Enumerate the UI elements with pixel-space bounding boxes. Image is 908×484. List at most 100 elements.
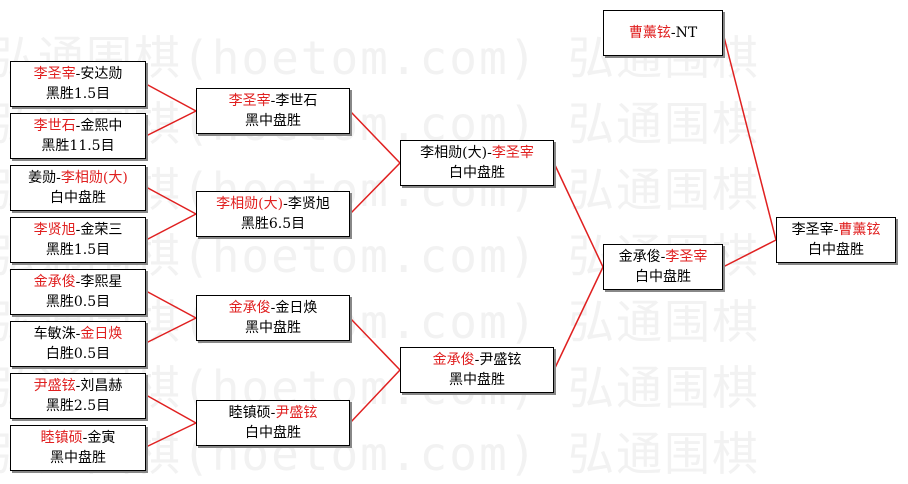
- connector-line: [145, 317, 197, 344]
- separator: -: [670, 25, 676, 41]
- match-box-round3-1[interactable]: 李相勋(大)-李圣宰 白中盘胜: [400, 140, 554, 186]
- separator: -: [270, 300, 276, 316]
- match-box-seed[interactable]: 曹薰铉-NT: [603, 10, 723, 56]
- player-loser: 金寅: [87, 430, 116, 446]
- match-players: 睦镇硕-尹盛铉: [229, 403, 318, 423]
- match-players: 李圣宰-安达勋: [34, 64, 123, 84]
- match-box-round2-1[interactable]: 李圣宰-李世石 黑中盘胜: [196, 88, 350, 134]
- connector-line: [722, 239, 777, 268]
- player-winner: 李圣宰: [33, 66, 76, 82]
- player-winner: 曹薰铉: [838, 222, 881, 238]
- match-players: 姜勋-李相勋(大): [28, 168, 128, 188]
- connector-line: [145, 83, 197, 112]
- player-winner: 金承俊: [432, 352, 475, 368]
- match-box-final[interactable]: 李圣宰-曹薰铉 白中盘胜: [776, 217, 896, 263]
- match-players: 尹盛铉-刘昌赫: [34, 376, 123, 396]
- separator: -: [82, 430, 88, 446]
- separator: -: [75, 326, 81, 342]
- player-loser: 金承俊: [618, 249, 661, 265]
- connector-line: [145, 394, 197, 424]
- match-box-round1-1[interactable]: 李圣宰-安达勋 黑胜1.5目: [10, 61, 146, 107]
- connector-line: [145, 290, 197, 319]
- separator: -: [283, 196, 288, 212]
- match-box-round2-4[interactable]: 睦镇硕-尹盛铉 白中盘胜: [196, 400, 350, 446]
- match-players: 金承俊-李熙星: [34, 272, 123, 292]
- separator: -: [75, 274, 81, 290]
- player-loser: 车敏洙: [33, 326, 76, 342]
- match-result: 黑中盘胜: [245, 320, 301, 336]
- connector-line: [349, 110, 401, 164]
- separator: -: [75, 378, 81, 394]
- match-box-round3-2[interactable]: 金承俊-尹盛铉 黑中盘胜: [400, 347, 554, 393]
- match-result: 白胜0.5目: [45, 346, 111, 362]
- match-players: 李相勋(大)-李贤旭: [216, 194, 330, 214]
- player-loser: NT: [675, 25, 698, 41]
- player-winner: 曹薰铉: [628, 25, 671, 41]
- match-box-round1-8[interactable]: 睦镇硕-金寅 黑中盘胜: [10, 425, 146, 471]
- match-box-round1-2[interactable]: 李世石-金熙中 黑胜11.5目: [10, 113, 146, 159]
- player-loser: 李相勋(大): [420, 145, 488, 161]
- match-players: 李圣宰-李世石: [229, 91, 318, 111]
- player-winner: 尹盛铉: [33, 378, 76, 394]
- match-result: 黑胜1.5目: [45, 86, 111, 102]
- match-box-semifinal[interactable]: 金承俊-李圣宰 白中盘胜: [603, 244, 723, 290]
- match-result: 黑胜1.5目: [45, 242, 111, 258]
- match-result: 黑胜0.5目: [45, 294, 111, 310]
- separator: -: [56, 170, 61, 186]
- player-winner: 李贤旭: [33, 222, 76, 238]
- separator: -: [75, 222, 81, 238]
- connector-line: [145, 422, 197, 448]
- match-result: 白中盘胜: [245, 425, 301, 441]
- player-loser: 睦镇硕: [228, 405, 271, 421]
- match-result: 黑中盘胜: [50, 450, 106, 466]
- player-loser: 李圣宰: [791, 222, 834, 238]
- match-result: 白中盘胜: [635, 269, 691, 285]
- player-winner: 李圣宰: [228, 93, 271, 109]
- match-players: 车敏洙-金日焕: [34, 324, 123, 344]
- connector-line: [349, 369, 401, 424]
- connector-line: [145, 213, 197, 241]
- connector-line: [722, 32, 777, 241]
- separator: -: [487, 145, 492, 161]
- player-loser: 安达勋: [80, 66, 123, 82]
- player-winner: 李世石: [33, 118, 76, 134]
- player-loser: 李熙星: [80, 274, 123, 290]
- player-winner: 金日焕: [80, 326, 123, 342]
- connector-line: [553, 266, 604, 371]
- separator: -: [833, 222, 839, 238]
- match-box-round2-3[interactable]: 金承俊-金日焕 黑中盘胜: [196, 295, 350, 341]
- match-players: 金承俊-尹盛铉: [433, 350, 522, 370]
- separator: -: [75, 66, 81, 82]
- match-players: 李相勋(大)-李圣宰: [420, 143, 534, 163]
- player-loser: 李世石: [275, 93, 318, 109]
- connector-line: [145, 186, 197, 215]
- match-box-round1-3[interactable]: 姜勋-李相勋(大) 白中盘胜: [10, 165, 146, 211]
- player-winner: 李相勋(大): [216, 196, 284, 212]
- match-box-round1-7[interactable]: 尹盛铉-刘昌赫 黑胜2.5目: [10, 373, 146, 419]
- match-box-round2-2[interactable]: 李相勋(大)-李贤旭 黑胜6.5目: [196, 191, 350, 237]
- player-winner: 尹盛铉: [275, 405, 318, 421]
- match-box-round1-5[interactable]: 金承俊-李熙星 黑胜0.5目: [10, 269, 146, 315]
- match-result: 白中盘胜: [449, 165, 505, 181]
- player-winner: 睦镇硕: [40, 430, 83, 446]
- player-winner: 李圣宰: [491, 145, 534, 161]
- separator: -: [75, 118, 81, 134]
- connector-line: [145, 110, 197, 137]
- player-winner: 金承俊: [228, 300, 271, 316]
- separator: -: [660, 249, 666, 265]
- match-players: 李圣宰-曹薰铉: [792, 220, 881, 240]
- player-loser: 尹盛铉: [479, 352, 522, 368]
- match-result: 黑胜6.5目: [240, 216, 306, 232]
- separator: -: [270, 405, 276, 421]
- match-result: 白中盘胜: [808, 242, 864, 258]
- match-box-round1-4[interactable]: 李贤旭-金荣三 黑胜1.5目: [10, 217, 146, 263]
- match-result: 白中盘胜: [50, 190, 106, 206]
- player-winner: 李圣宰: [665, 249, 708, 265]
- match-result: 黑中盘胜: [245, 113, 301, 129]
- match-players: 曹薰铉-NT: [629, 23, 697, 43]
- match-players: 金承俊-李圣宰: [619, 247, 708, 267]
- match-box-round1-6[interactable]: 车敏洙-金日焕 白胜0.5目: [10, 321, 146, 367]
- player-loser: 金熙中: [80, 118, 123, 134]
- connector-line: [349, 162, 401, 215]
- match-players: 金承俊-金日焕: [229, 298, 318, 318]
